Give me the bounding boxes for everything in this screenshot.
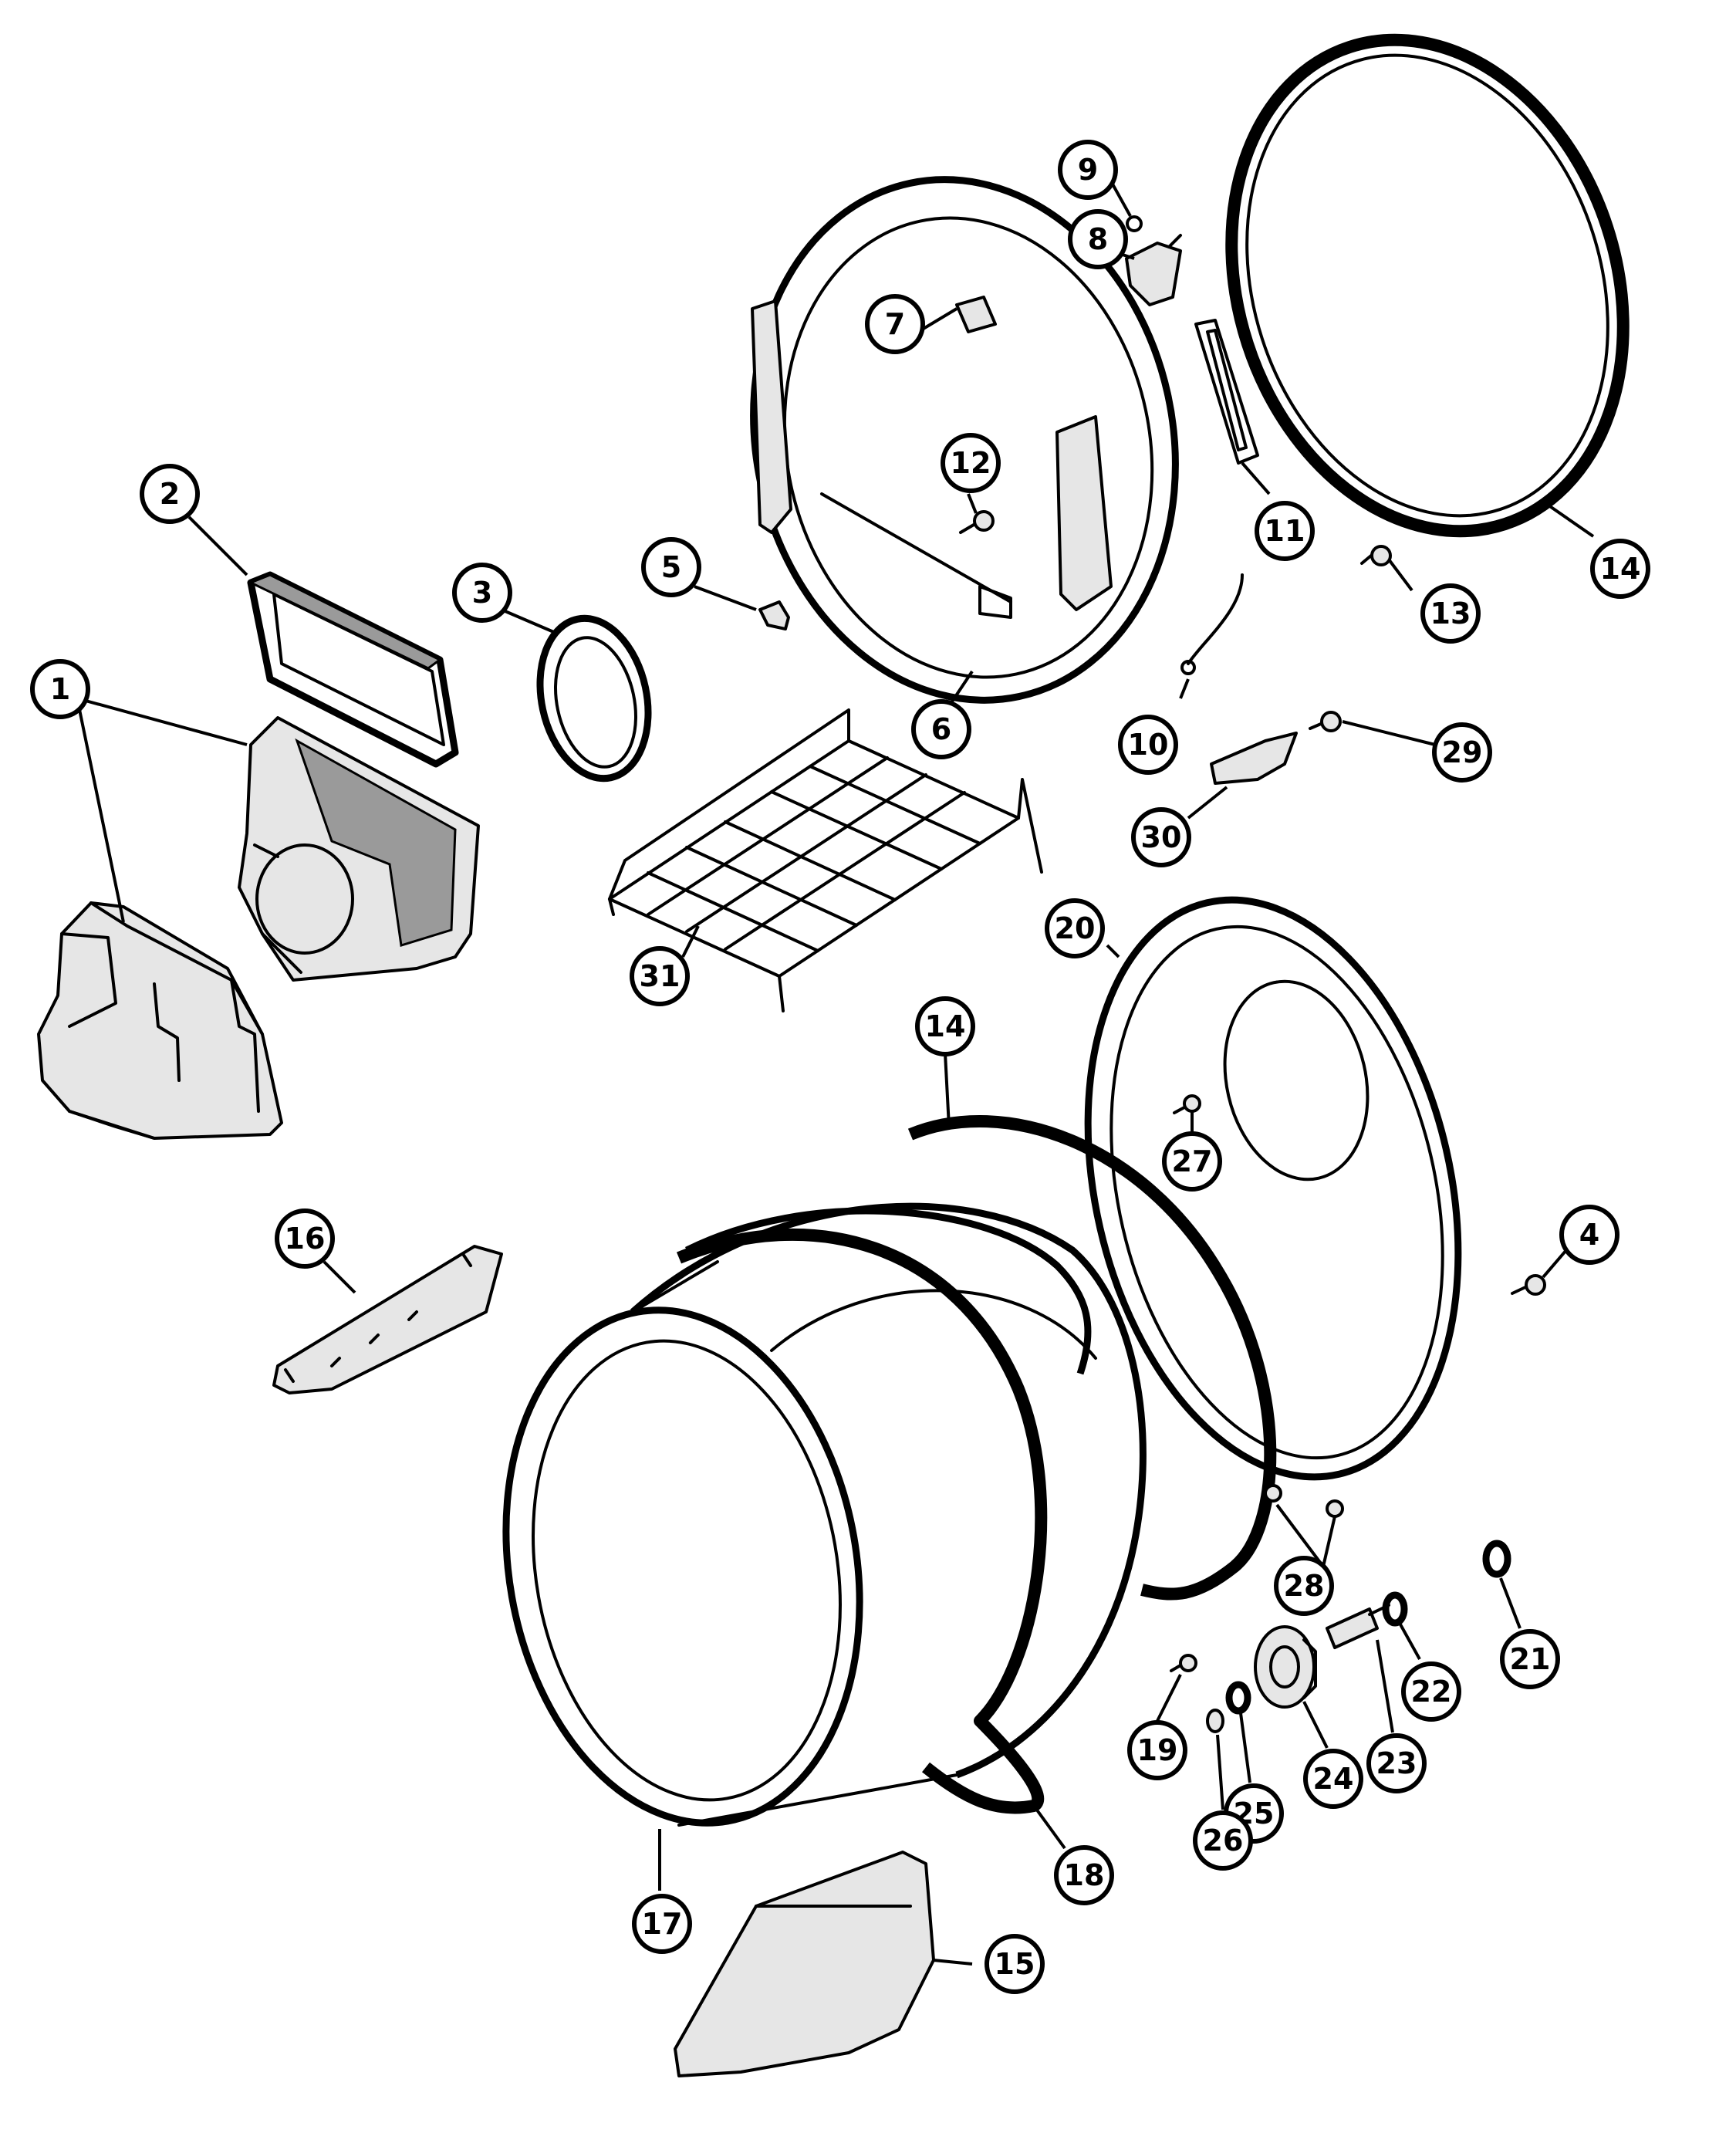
callout-2: 2 [140,464,200,524]
svg-text:24: 24 [1313,1762,1354,1796]
part-13-screw [1360,545,1392,566]
part-1-duct-front [238,716,480,982]
callout-18: 18 [1054,1845,1114,1905]
part-15-cover [674,1851,935,2077]
part-27-screw [1173,1094,1201,1114]
callout-16: 16 [275,1208,335,1269]
part-21-washer [1482,1540,1511,1578]
callout-17: 17 [632,1894,692,1954]
svg-text:16: 16 [285,1222,326,1256]
callout-3: 3 [452,563,512,623]
callout-6: 6 [911,699,971,759]
svg-text:7: 7 [885,307,905,341]
svg-text:5: 5 [661,550,681,584]
svg-text:10: 10 [1128,728,1169,762]
leader-lines [76,181,1595,1966]
svg-text:18: 18 [1064,1858,1105,1892]
part-31-drying-rack [608,708,1043,1012]
svg-text:13: 13 [1430,597,1471,630]
callout-31: 31 [630,946,690,1006]
callout-13: 13 [1420,583,1481,644]
callout-26: 26 [1193,1810,1253,1871]
part-8-sensor [1125,234,1182,306]
part-19-screw [1170,1654,1197,1672]
svg-text:15: 15 [995,1947,1035,1981]
part-1-duct-rear [37,901,283,1140]
part-6-front-bulkhead [750,176,1179,704]
part-3-seal-ring [536,614,652,783]
part-26-nut [1206,1709,1224,1733]
svg-text:12: 12 [951,446,991,480]
callout-4: 4 [1559,1205,1619,1265]
part-12-screw [959,510,995,534]
svg-text:14: 14 [1600,552,1641,586]
part-28-screws [1264,1484,1344,1518]
callout-24: 24 [1303,1749,1363,1809]
svg-text:31: 31 [640,959,681,993]
part-14-felt-seal-upper [1225,33,1630,538]
callout-14-lower: 14 [915,996,975,1056]
svg-text:30: 30 [1141,820,1182,854]
part-17-drum [502,1202,1147,1827]
part-30-bracket [1210,732,1298,785]
callout-5: 5 [641,537,701,597]
svg-text:22: 22 [1411,1675,1452,1709]
svg-text:23: 23 [1376,1746,1417,1780]
svg-text:21: 21 [1510,1642,1551,1676]
svg-text:29: 29 [1442,735,1483,769]
part-11-slide [1194,319,1259,465]
svg-text:8: 8 [1088,222,1108,256]
callout-14-upper: 14 [1590,539,1650,599]
callout-12: 12 [941,433,1001,493]
callout-21: 21 [1500,1629,1560,1689]
svg-text:3: 3 [472,576,492,610]
svg-text:28: 28 [1284,1569,1325,1603]
svg-text:11: 11 [1265,514,1305,548]
part-20-rear-bulkhead [1084,896,1462,1481]
part-5-clip [758,600,790,630]
part-2-filter-frame [247,571,459,768]
part-16-panel [272,1245,503,1394]
callout-23: 23 [1366,1733,1427,1793]
svg-text:4: 4 [1579,1218,1599,1252]
callout-15: 15 [985,1934,1045,1994]
svg-text:2: 2 [160,477,180,511]
part-24-idler-pulley [1254,1625,1317,1709]
callout-29: 29 [1432,722,1492,783]
callout-19: 19 [1127,1720,1187,1780]
callout-27: 27 [1162,1131,1222,1192]
callout-7: 7 [865,294,925,354]
svg-text:14: 14 [925,1009,966,1043]
callout-30: 30 [1131,807,1191,867]
part-7-bracket [955,296,997,333]
svg-text:6: 6 [931,712,951,746]
callout-1: 1 [30,659,90,719]
callout-20: 20 [1045,898,1105,958]
part-18-drive-belt [676,1228,1048,1814]
callout-28: 28 [1274,1556,1334,1616]
svg-text:20: 20 [1055,911,1096,945]
svg-text:26: 26 [1203,1824,1244,1858]
part-29-screw [1309,711,1342,732]
part-14-felt-seal-lower [907,1114,1277,1601]
part-25-washer [1225,1681,1251,1715]
svg-text:17: 17 [642,1907,683,1941]
part-22-washer [1382,1591,1408,1627]
callout-8: 8 [1068,209,1128,269]
part-4-screw [1511,1274,1546,1296]
part-10-wire [1180,573,1244,675]
svg-text:1: 1 [50,672,70,706]
callout-11: 11 [1255,501,1315,561]
svg-text:19: 19 [1137,1733,1178,1767]
part-23-shaft [1326,1604,1390,1649]
callout-22: 22 [1401,1661,1461,1722]
part-9-nut [1126,215,1143,232]
svg-text:9: 9 [1078,153,1098,187]
callout-9: 9 [1058,140,1118,200]
svg-text:27: 27 [1172,1144,1213,1178]
callout-10: 10 [1118,715,1178,775]
